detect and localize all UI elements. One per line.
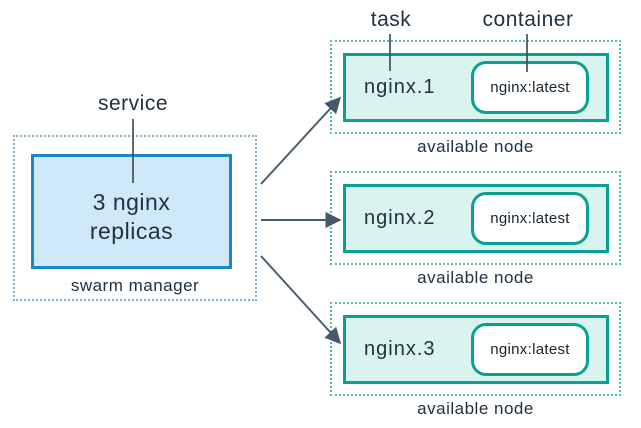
arrow-manager-to-node-3 <box>260 255 342 345</box>
node-2-task-box: nginx.2 nginx:latest <box>343 184 609 253</box>
swarm-manager-caption: swarm manager <box>70 276 200 295</box>
node-1-task-label: nginx.1 <box>364 76 436 98</box>
swarm-manager-dotted-boundary <box>13 135 257 301</box>
arrow-manager-to-node-1 <box>260 96 342 185</box>
replicas-text-line1: 3 nginx <box>92 188 171 215</box>
node-2-task-label: nginx.2 <box>364 207 436 229</box>
node-1-task-box: nginx.1 nginx:latest <box>343 53 609 122</box>
node-1-caption: available node <box>417 137 534 156</box>
node-3-container-pill: nginx:latest <box>471 323 589 376</box>
node-1-container-pill: nginx:latest <box>471 61 589 114</box>
node-3-task-box: nginx.3 nginx:latest <box>343 315 609 384</box>
node-3-dotted-boundary <box>330 302 621 396</box>
service-replicas-box: 3 nginx replicas <box>31 154 232 269</box>
task-label-callout: task <box>370 8 412 31</box>
replicas-text-line2: replicas <box>89 217 174 244</box>
container-label-callout: container <box>482 8 574 31</box>
service-label: service <box>97 92 169 115</box>
node-1-dotted-boundary <box>330 40 621 134</box>
node-3-task-label: nginx.3 <box>364 338 436 360</box>
node-2-container-pill: nginx:latest <box>471 192 589 245</box>
node-3-caption: available node <box>417 399 534 418</box>
node-2-caption: available node <box>417 268 534 287</box>
